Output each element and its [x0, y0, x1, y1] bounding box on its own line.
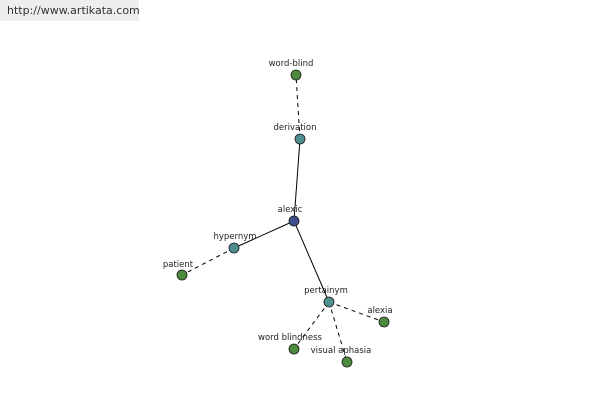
node-circle-alexic[interactable] — [288, 215, 300, 227]
node-label-visual-aphasia: visual aphasia — [311, 346, 372, 356]
node-circle-alexia[interactable] — [378, 316, 390, 328]
edge-derivation-word-blind — [295, 74, 301, 140]
node-visual-aphasia[interactable]: visual aphasia — [311, 346, 372, 368]
node-alexia[interactable]: alexia — [367, 306, 393, 328]
node-circle-patient[interactable] — [176, 269, 188, 281]
edge-pertainym-alexia — [328, 301, 385, 323]
node-word-blind[interactable]: word-blind — [269, 59, 314, 81]
node-circle-derivation[interactable] — [294, 133, 306, 145]
node-circle-word-blind[interactable] — [290, 69, 302, 81]
node-label-alexic: alexic — [278, 205, 303, 215]
node-word-blindness[interactable]: word blindness — [258, 333, 323, 355]
node-hypernym[interactable]: hypernym — [213, 232, 257, 254]
node-label-alexia: alexia — [367, 306, 392, 316]
node-circle-word-blindness[interactable] — [288, 343, 300, 355]
source-url-watermark: http://www.artikata.com — [0, 0, 140, 21]
node-label-word-blind: word-blind — [269, 59, 314, 69]
node-label-hypernym: hypernym — [213, 232, 256, 242]
node-patient[interactable]: patient — [163, 260, 194, 281]
node-circle-hypernym[interactable] — [228, 242, 240, 254]
node-label-derivation: derivation — [273, 123, 316, 133]
nodes-layer: alexic derivation word-blind hypernym patien… — [163, 59, 393, 368]
node-pertainym[interactable]: pertainym — [304, 286, 348, 308]
node-alexic[interactable]: alexic — [278, 205, 303, 227]
edge-pertainym-visual-aphasia — [328, 301, 348, 363]
edge-pertainym-word-blindness — [293, 301, 330, 350]
edge-hypernym-patient — [181, 247, 235, 276]
edge-alexic-derivation — [293, 138, 301, 222]
node-derivation[interactable]: derivation — [273, 123, 317, 145]
node-label-word-blindness: word blindness — [258, 333, 323, 343]
edge-alexic-hypernym — [233, 220, 295, 249]
edge-alexic-pertainym — [293, 220, 330, 303]
node-label-pertainym: pertainym — [304, 286, 348, 296]
edges-layer — [181, 74, 385, 363]
node-label-patient: patient — [163, 260, 194, 270]
node-circle-visual-aphasia[interactable] — [341, 356, 353, 368]
node-circle-pertainym[interactable] — [323, 296, 335, 308]
